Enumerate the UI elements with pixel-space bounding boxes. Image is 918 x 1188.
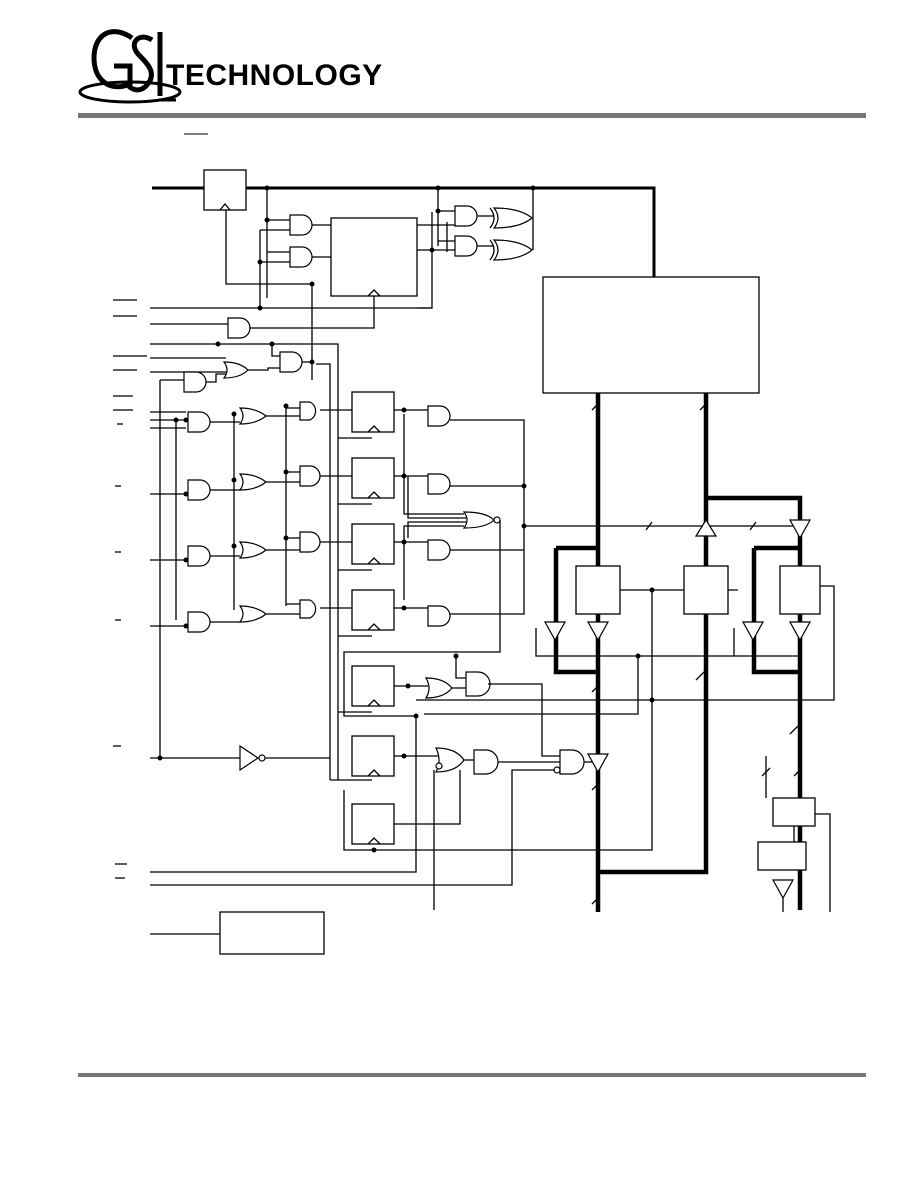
company-logo: TECHNOLOGY: [78, 29, 383, 104]
register-4: [351, 589, 395, 631]
data-path: [416, 393, 835, 912]
decode-row-2: [187, 457, 524, 505]
control-inputs: [113, 299, 560, 935]
inverter: [239, 744, 260, 772]
block-diagram: [113, 169, 835, 955]
register-1: [351, 391, 395, 433]
burst-counter-block: [330, 217, 418, 297]
config-block: [219, 911, 325, 955]
register-3: [351, 523, 395, 565]
enable-gates: [159, 296, 375, 780]
logo-wordmark: TECHNOLOGY: [166, 59, 383, 92]
address-register: [542, 276, 760, 394]
parity-register: [772, 797, 816, 827]
register-5: [351, 665, 395, 707]
junction-dots: [157, 185, 655, 853]
header-rule: [78, 113, 866, 118]
decode-row-4: [187, 550, 525, 637]
register-2: [351, 457, 395, 499]
gsi-logo-mark: [78, 29, 182, 104]
register-6: [351, 735, 395, 777]
decode-row-1: [187, 391, 525, 550]
input-register: [575, 565, 621, 615]
central-or-gate: [462, 511, 495, 529]
lower-registers: [330, 590, 653, 910]
register-7: [351, 803, 395, 845]
xor-gates: [417, 188, 534, 309]
write-register: [683, 565, 729, 615]
counter-and-gates: [259, 214, 331, 380]
footer-rule: [78, 1073, 866, 1077]
output-register: [779, 565, 821, 615]
decode-row-3: [187, 523, 524, 571]
parity-buffer: [757, 841, 807, 871]
